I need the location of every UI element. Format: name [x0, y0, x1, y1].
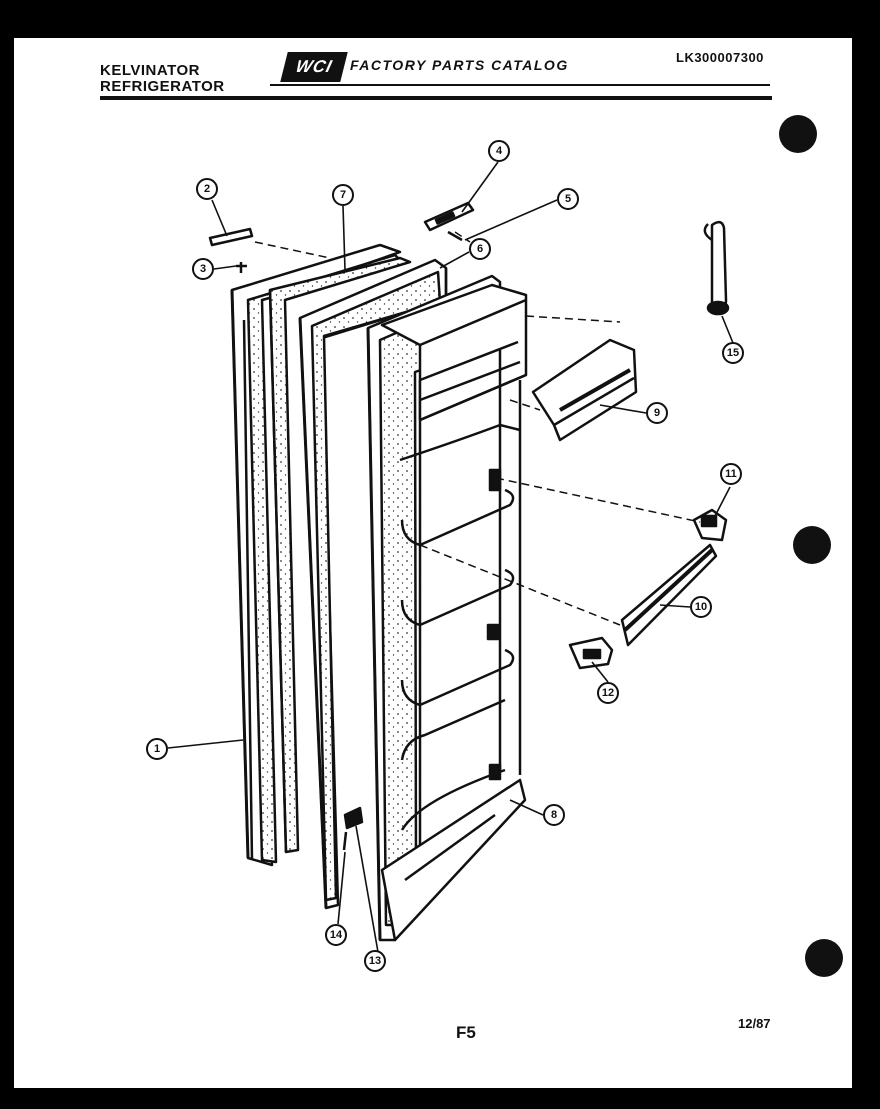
door-handle	[703, 220, 730, 316]
brand-line-1: KELVINATOR	[100, 62, 201, 79]
outer-door-panel	[230, 243, 404, 867]
callout-1: 1	[146, 738, 168, 760]
binder-hole-top	[779, 115, 817, 153]
callout-12: 12	[597, 682, 619, 704]
callout-5: 5	[557, 188, 579, 210]
catalog-page	[14, 38, 852, 1088]
shelf-support-bracket	[568, 636, 614, 670]
callout-leaders	[167, 161, 734, 953]
callout-13: 13	[364, 950, 386, 972]
binder-hole-bottom	[805, 939, 843, 977]
callout-2: 2	[196, 178, 218, 200]
inner-door-liner	[366, 274, 528, 942]
model-number: LK300007300	[676, 50, 764, 65]
callout-8: 8	[543, 804, 565, 826]
door-stop-screw	[342, 831, 348, 851]
bar-end-clip	[692, 508, 728, 542]
door-stop	[343, 806, 364, 830]
callout-6: 6	[469, 238, 491, 260]
insulation-panel	[268, 256, 412, 854]
dairy-bin-cover	[531, 338, 638, 442]
callout-14: 14	[325, 924, 347, 946]
top-trim-bracket	[423, 201, 475, 232]
binder-hole-middle	[793, 526, 831, 564]
page-code: F5	[456, 1023, 476, 1042]
hinge-cover	[208, 227, 254, 247]
callout-4: 4	[488, 140, 510, 162]
assembly-guide-lines	[254, 231, 701, 626]
callout-3: 3	[192, 258, 214, 280]
callout-7: 7	[332, 184, 354, 206]
hinge-screw	[236, 262, 247, 273]
shelf-retainer-bar	[620, 543, 718, 647]
catalog-title: FACTORY PARTS CATALOG	[350, 57, 569, 73]
callout-10: 10	[690, 596, 712, 618]
brand-line-2: REFRIGERATOR	[100, 78, 225, 95]
callout-11: 11	[720, 463, 742, 485]
trim-screw	[447, 230, 463, 242]
callout-15: 15	[722, 342, 744, 364]
header-rule	[100, 96, 772, 100]
callout-9: 9	[646, 402, 668, 424]
revision-date: 12/87	[738, 1016, 771, 1031]
header-rule-thin	[270, 84, 770, 86]
door-gasket	[298, 258, 448, 910]
